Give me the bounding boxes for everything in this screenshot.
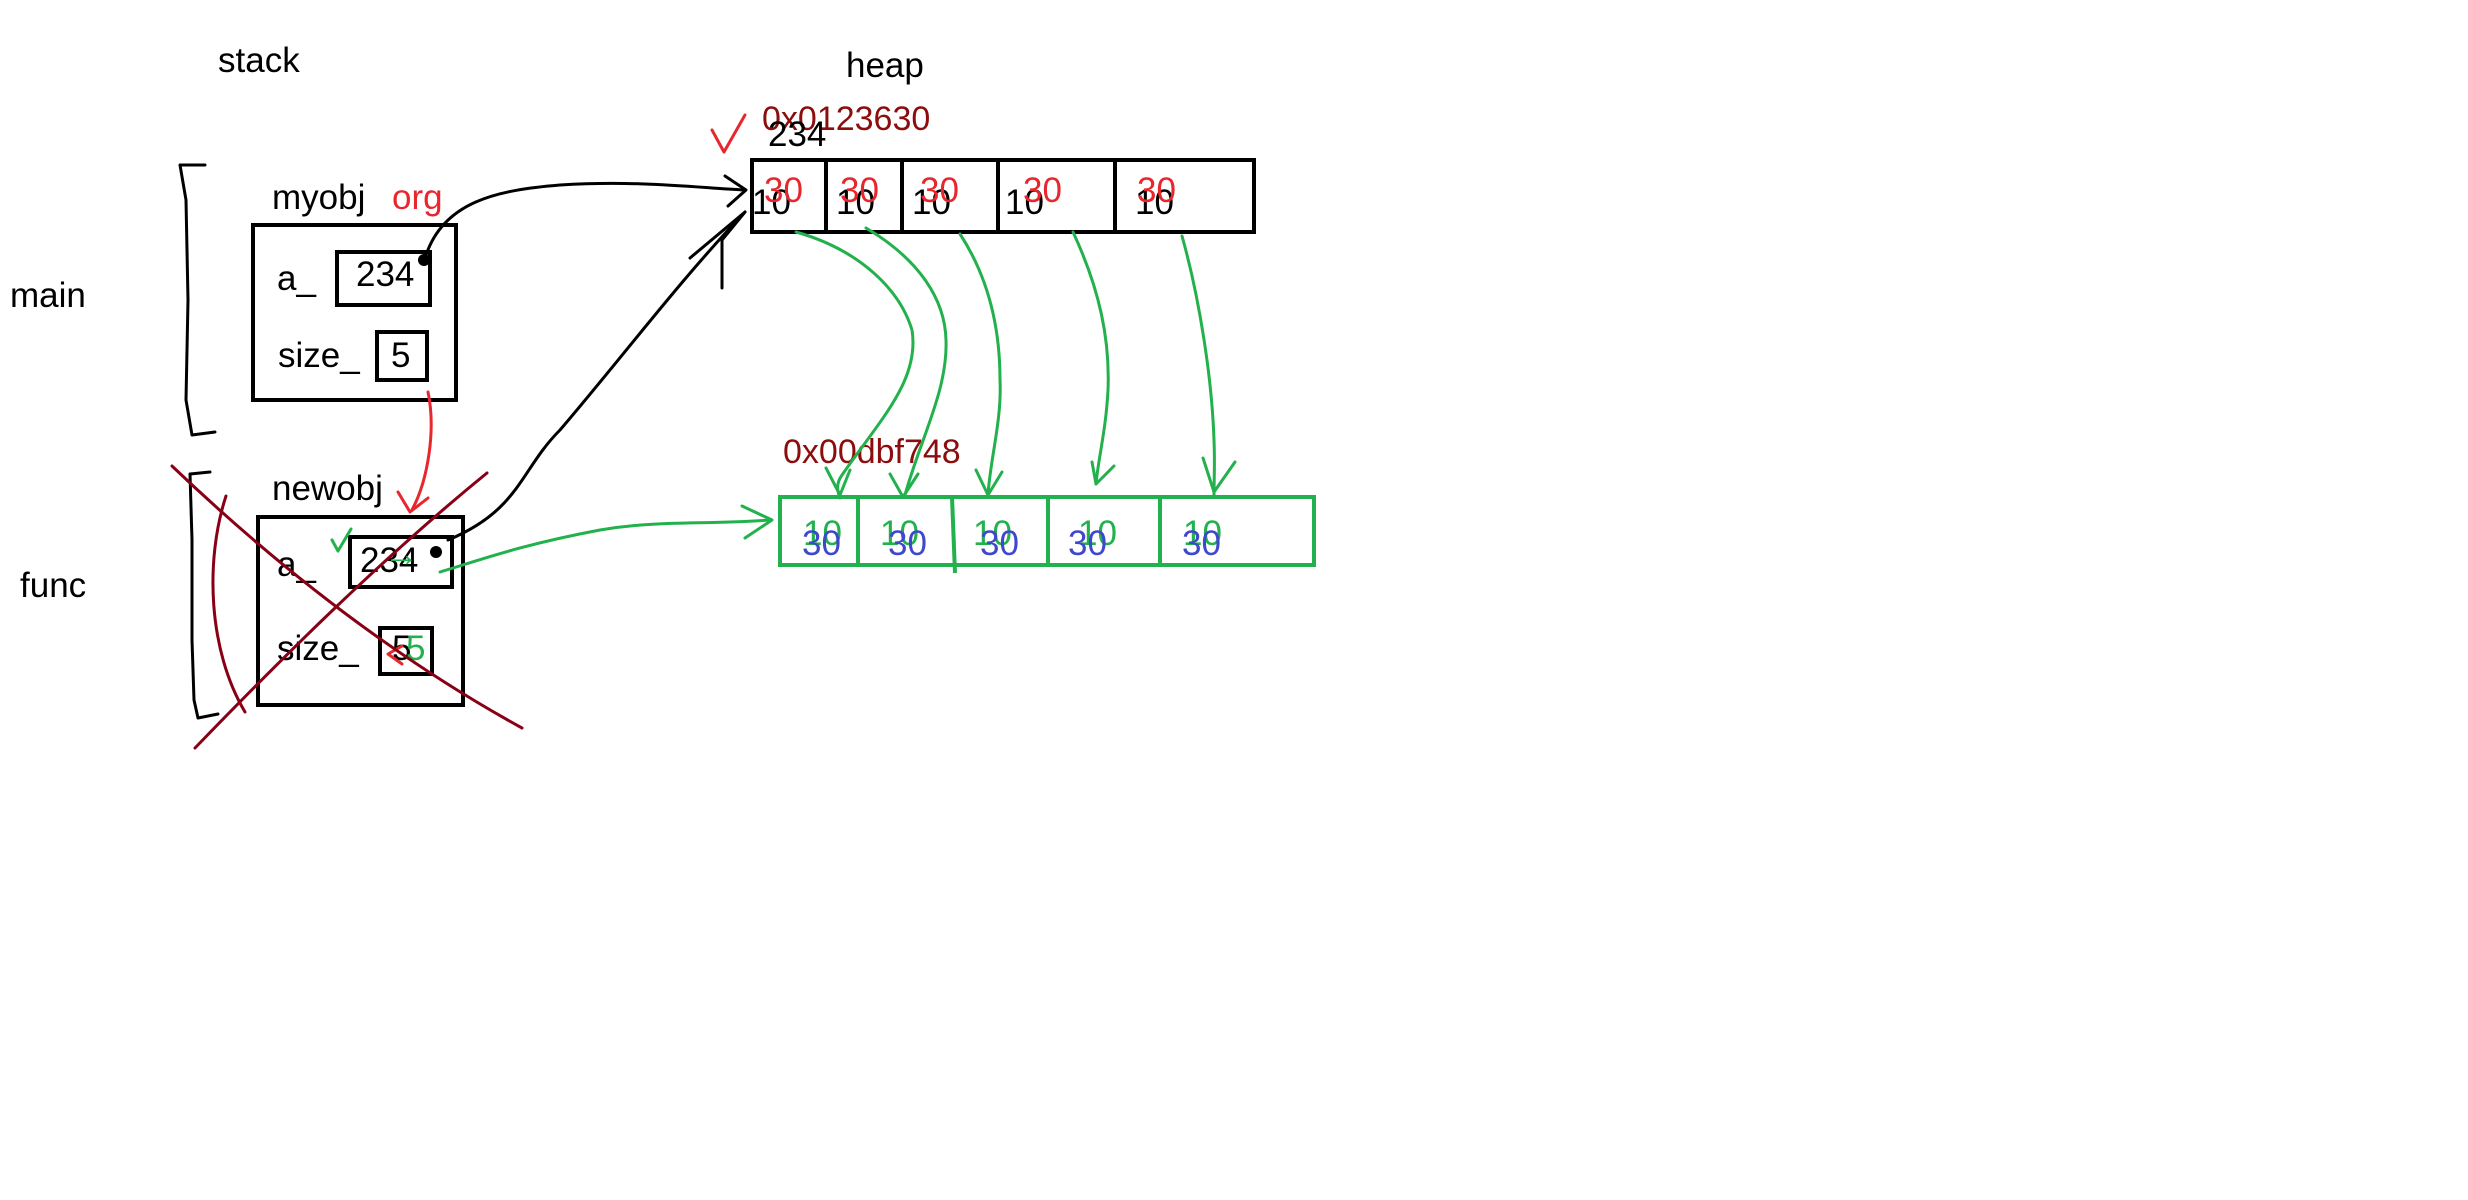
myobj-to-heap-arrowhead (723, 174, 748, 208)
myobj-name: myobj (272, 178, 365, 217)
heap-original-overwritten: 234 (768, 115, 826, 154)
heap-original-frame (750, 158, 1256, 234)
element-copy-arrow (1071, 230, 1110, 486)
heap-copy-divider (950, 496, 957, 574)
myobj-size-field (375, 330, 429, 382)
newobj-box (256, 515, 465, 707)
func-frame-bracket (188, 470, 220, 720)
element-copy-arrowhead (1201, 456, 1237, 494)
stack-label: stack (218, 41, 300, 80)
myobj-size-value: 5 (391, 336, 410, 375)
func-cross-out-line-2 (193, 471, 489, 750)
heap-original-old-value: 10 (1135, 183, 1174, 222)
newobj-size-overlay: 5 (406, 629, 425, 668)
element-copy-arrow (1180, 234, 1216, 497)
element-copy-arrowhead (888, 472, 920, 499)
heap-copy-old-value: 10 (803, 514, 842, 553)
myobj-to-heap-arrow (422, 181, 747, 264)
heap-original-new-value: 30 (764, 171, 803, 210)
heap-copy-old-value: 10 (973, 514, 1012, 553)
func-cross-out-line-1 (170, 464, 524, 730)
heap-original-red-checkmark (710, 113, 747, 154)
element-copy-arrow (958, 232, 1002, 497)
func-label: func (20, 566, 86, 605)
element-copy-arrowhead (824, 466, 852, 497)
heap-copy-old-value: 10 (1183, 514, 1222, 553)
myobj-a-field (335, 250, 432, 307)
heap-copy-new-value: 30 (980, 524, 1019, 563)
element-copy-arrow (864, 226, 948, 497)
newobj-a-overlay: → (384, 535, 419, 574)
newobj-a-pointer-dot (430, 546, 442, 558)
heap-original-new-value: 30 (1023, 171, 1062, 210)
newobj-to-heap-copy-arrowhead (740, 504, 774, 540)
newobj-to-heap-original-arrow (446, 210, 747, 542)
heap-original-old-value: 10 (1005, 183, 1044, 222)
copy-red-arrowhead (396, 490, 430, 514)
main-label: main (10, 276, 86, 315)
newobj-to-heap-copy-arrow (438, 518, 772, 574)
newobj-a-field (348, 535, 454, 589)
element-copy-arrowhead (974, 468, 1004, 497)
heap-label: heap (846, 46, 924, 85)
myobj-a-label: a_ (277, 259, 316, 298)
heap-original-old-value: 10 (752, 183, 791, 222)
heap-original-new-value: 30 (1137, 171, 1176, 210)
newobj-size-field (378, 626, 434, 676)
heap-original-new-value: 30 (920, 171, 959, 210)
heap-original-old-value: 10 (836, 183, 875, 222)
newobj-green-checkmark (330, 527, 353, 553)
heap-original-address: 0x0123630 (762, 100, 930, 138)
myobj-a-value: 234 (356, 255, 414, 294)
heap-copy-address: 0x00dbf748 (783, 433, 961, 471)
myobj-size-label: size_ (278, 336, 360, 375)
heap-copy-new-value: 30 (1182, 524, 1221, 563)
copy-red-small-arrow (386, 644, 404, 666)
func-cross-out-curve (211, 494, 247, 714)
element-copy-arrows (794, 226, 1237, 500)
heap-original-new-value: 30 (840, 171, 879, 210)
newobj-name: newobj (272, 469, 383, 508)
myobj-box (251, 223, 458, 402)
heap-copy-new-value: 30 (802, 524, 841, 563)
element-copy-arrow (794, 230, 915, 500)
heap-copy-old-value: 10 (1078, 514, 1117, 553)
myobj-org-tag: org (392, 178, 443, 217)
copy-red-arrow (410, 390, 433, 512)
main-frame-bracket (178, 163, 217, 437)
heap-copy-old-value: 10 (880, 514, 919, 553)
heap-copy-new-value: 30 (888, 524, 927, 563)
heap-original-old-value: 10 (912, 183, 951, 222)
newobj-to-heap-original-arrowhead (688, 210, 747, 290)
heap-copy-new-value: 30 (1068, 524, 1107, 563)
newobj-size-label: size_ (277, 629, 359, 668)
element-copy-arrowhead (1090, 460, 1116, 486)
